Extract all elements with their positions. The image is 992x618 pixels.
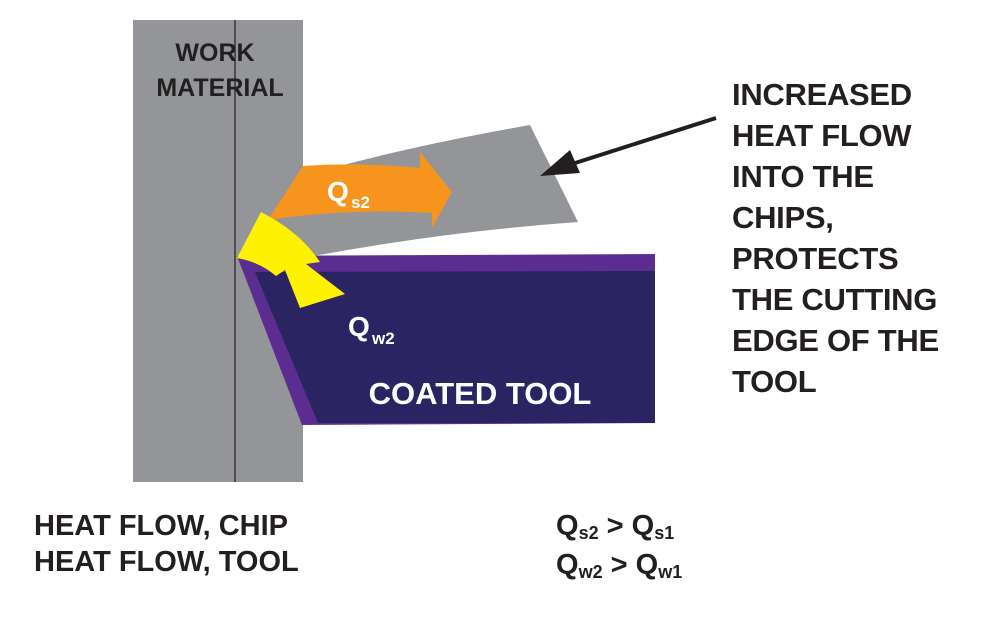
work-material-label-line1: WORK: [175, 39, 254, 67]
inequalities: Qs2 > Qs1 Qw2 > Qw1: [556, 508, 682, 586]
tool-heat-flow-arrow: [237, 212, 345, 308]
ineq-rhs: Q: [631, 510, 655, 542]
chip-flow-symbol: Q: [327, 176, 349, 207]
callout-pointer-head: [540, 150, 580, 176]
ineq-rhs-sub: s1: [654, 523, 675, 543]
tool-flow-subscript: w2: [371, 329, 395, 348]
callout-line: INCREASED: [732, 77, 912, 112]
callout-line: INTO THE: [732, 159, 874, 194]
callout-line: CHIPS,: [732, 200, 834, 235]
callout-line: HEAT FLOW: [732, 118, 912, 153]
chip-heat-flow-arrow: [268, 152, 452, 228]
tool-body: [255, 271, 655, 423]
ineq-op: >: [610, 549, 628, 581]
tool-label: COATED TOOL: [369, 376, 592, 411]
inequality-chip: Qs2 > Qs1: [556, 508, 682, 547]
ineq-op: >: [606, 510, 624, 542]
callout-line: THE CUTTING: [732, 282, 938, 317]
ineq-lhs-sub: w2: [578, 562, 603, 582]
work-material-label-line2: MATERIAL: [156, 74, 283, 102]
legend-tool: HEAT FLOW, TOOL: [34, 546, 299, 578]
ineq-lhs-sub: s2: [578, 523, 599, 543]
legend-chip: HEAT FLOW, CHIP: [34, 510, 289, 542]
ineq-lhs: Q: [556, 510, 579, 542]
tool-flow-symbol: Q: [348, 311, 370, 342]
inequality-tool: Qw2 > Qw1: [556, 547, 682, 586]
ineq-rhs-sub: w1: [658, 562, 683, 582]
callout-pointer-line: [571, 116, 717, 166]
legend: HEAT FLOW, CHIP HEAT FLOW, TOOL: [34, 508, 299, 580]
ineq-rhs: Q: [635, 549, 659, 581]
ineq-lhs: Q: [556, 549, 579, 581]
callout-line: PROTECTS: [732, 241, 899, 276]
callout-line: EDGE OF THE: [732, 323, 939, 358]
callout-line: TOOL: [732, 364, 817, 399]
callout-text: INCREASED HEAT FLOW INTO THE CHIPS, PROT…: [732, 74, 982, 402]
chip-flow-subscript: s2: [351, 193, 370, 212]
